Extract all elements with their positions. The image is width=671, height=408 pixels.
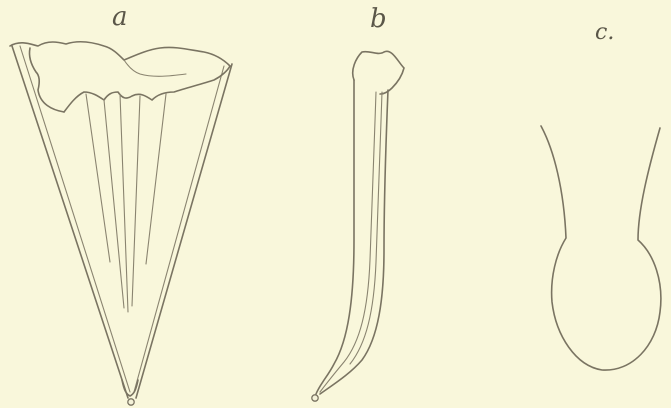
figure-b-tip-dot [312,395,318,401]
figure-a-rib-4 [132,96,140,306]
figure-a-outer-left-edge [12,46,128,398]
figure-a-rim-left-fold [29,48,64,112]
figure-a-rim-inner-fold [124,60,186,76]
figure-a-tip-dot [128,399,134,405]
figure-a-inner-right-edge [134,66,224,392]
figure-a-rib-1 [86,94,110,262]
figure-a-drawing [10,42,232,405]
figure-c-drawing [541,126,661,370]
figure-b-left-edge [316,80,354,394]
figure-a-rib-5 [146,94,166,264]
figure-a-label: a [112,4,128,30]
figure-c-outline [541,126,661,370]
figure-b-inner-line-1 [320,92,376,392]
figure-a-rim-top [10,42,230,66]
figure-a-base [122,380,138,396]
figure-c-label: c. [595,22,614,44]
figure-b-ragged-top [353,51,404,94]
figure-b-drawing [312,51,404,401]
figure-a-rim-lower-edge [64,66,230,112]
figure-b-label: b [370,6,387,32]
